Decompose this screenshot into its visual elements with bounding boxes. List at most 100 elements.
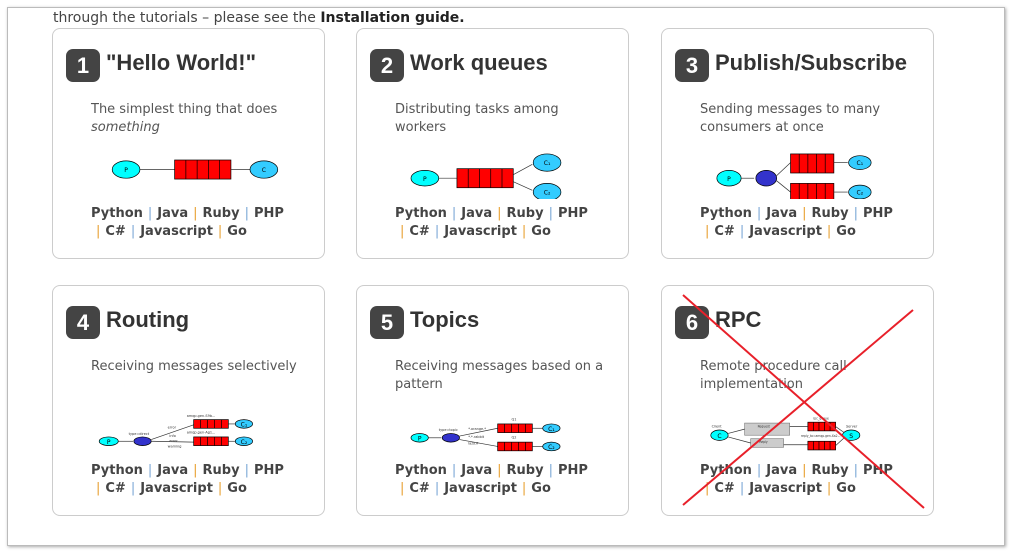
svg-text:C₁: C₁ xyxy=(548,426,555,433)
svg-text:*.*.rabbit: *.*.rabbit xyxy=(468,435,485,439)
language-links: Python|Java|Ruby|PHP|C#|Javascript|Go xyxy=(395,462,615,498)
description-text: Receiving messages selectively xyxy=(91,359,297,374)
lang-link-javascript[interactable]: Javascript xyxy=(140,224,213,239)
tutorial-title[interactable]: RPC xyxy=(715,307,762,332)
tutorial-title[interactable]: "Hello World!" xyxy=(106,50,257,75)
tutorial-description: Distributing tasks among workers xyxy=(395,101,610,137)
lang-link-php[interactable]: PHP xyxy=(862,206,893,221)
description-text: The simplest thing that does xyxy=(91,102,278,117)
lang-link-javascript[interactable]: Javascript xyxy=(444,481,517,496)
separator: | xyxy=(853,463,858,478)
lang-link-go[interactable]: Go xyxy=(531,481,551,496)
lang-link-csharp[interactable]: C# xyxy=(409,224,430,239)
lang-link-java[interactable]: Java xyxy=(461,206,493,221)
description-emphasis: something xyxy=(91,120,160,135)
lang-link-go[interactable]: Go xyxy=(227,224,247,239)
lang-link-go[interactable]: Go xyxy=(531,224,551,239)
svg-text:C₁: C₁ xyxy=(857,160,864,167)
lang-link-java[interactable]: Java xyxy=(766,206,798,221)
lang-link-java[interactable]: Java xyxy=(461,463,493,478)
lang-link-javascript[interactable]: Javascript xyxy=(444,224,517,239)
tutorial-description: Sending messages to many consumers at on… xyxy=(700,101,915,137)
lang-link-php[interactable]: PHP xyxy=(557,206,588,221)
lang-link-go[interactable]: Go xyxy=(227,481,247,496)
separator: | xyxy=(826,481,832,496)
lang-link-ruby[interactable]: Ruby xyxy=(202,463,240,478)
intro-text: through the tutorials – please see the I… xyxy=(53,10,465,26)
separator: | xyxy=(853,206,858,221)
lang-link-php[interactable]: PHP xyxy=(557,463,588,478)
svg-text:C₂: C₂ xyxy=(544,190,551,197)
separator: | xyxy=(739,481,745,496)
svg-text:Reply: Reply xyxy=(759,440,768,444)
lang-link-csharp[interactable]: C# xyxy=(714,224,735,239)
svg-text:Q1: Q1 xyxy=(512,417,517,421)
separator: | xyxy=(130,481,136,496)
lang-link-ruby[interactable]: Ruby xyxy=(202,206,240,221)
separator: | xyxy=(497,206,502,221)
lang-link-javascript[interactable]: Javascript xyxy=(749,224,822,239)
lang-link-csharp[interactable]: C# xyxy=(714,481,735,496)
svg-text:C₂: C₂ xyxy=(548,444,555,451)
lang-link-csharp[interactable]: C# xyxy=(105,481,126,496)
separator: | xyxy=(705,481,710,496)
lang-link-go[interactable]: Go xyxy=(836,481,856,496)
lang-link-python[interactable]: Python xyxy=(91,206,143,221)
svg-text:lazy.#: lazy.# xyxy=(468,442,479,446)
lang-link-python[interactable]: Python xyxy=(91,463,143,478)
tutorial-title[interactable]: Routing xyxy=(106,307,190,332)
tutorial-diagram: Ptype=topicQ1Q2*.orange.**.*.rabbitlazy.… xyxy=(410,417,561,452)
svg-text:P: P xyxy=(423,176,427,183)
lang-link-ruby[interactable]: Ruby xyxy=(811,463,849,478)
lang-link-java[interactable]: Java xyxy=(766,463,798,478)
lang-link-python[interactable]: Python xyxy=(395,463,447,478)
svg-text:amqp.gen-S9b...: amqp.gen-S9b... xyxy=(187,414,216,418)
tutorial-card-5: 5 Topics Receiving messages based on a p… xyxy=(356,285,629,516)
svg-text:C₂: C₂ xyxy=(241,439,248,446)
lang-link-java[interactable]: Java xyxy=(157,463,189,478)
lang-link-ruby[interactable]: Ruby xyxy=(506,206,544,221)
svg-text:Client: Client xyxy=(712,424,723,428)
lang-link-csharp[interactable]: C# xyxy=(105,224,126,239)
separator: | xyxy=(548,463,553,478)
tutorial-description: Receiving messages based on a pattern xyxy=(395,358,610,394)
lang-link-csharp[interactable]: C# xyxy=(409,481,430,496)
lang-link-go[interactable]: Go xyxy=(836,224,856,239)
lang-link-python[interactable]: Python xyxy=(700,206,752,221)
lang-link-ruby[interactable]: Ruby xyxy=(506,463,544,478)
lang-link-php[interactable]: PHP xyxy=(253,463,284,478)
tutorial-title[interactable]: Publish/Subscribe xyxy=(715,50,907,75)
separator: | xyxy=(434,481,440,496)
lang-link-python[interactable]: Python xyxy=(395,206,447,221)
lang-link-java[interactable]: Java xyxy=(157,206,189,221)
tutorial-card-1: 1 "Hello World!" The simplest thing that… xyxy=(52,28,325,259)
svg-text:C₁: C₁ xyxy=(241,422,248,429)
svg-text:error: error xyxy=(168,425,177,429)
tutorial-title[interactable]: Topics xyxy=(410,307,480,332)
lang-link-ruby[interactable]: Ruby xyxy=(811,206,849,221)
description-text: Remote procedure call implementation xyxy=(700,359,847,392)
installation-guide-link[interactable]: Installation guide. xyxy=(320,10,465,26)
tutorial-diagram: Ptype=directamqp.gen-S9b...amqp.gen-Ag1.… xyxy=(98,414,253,448)
lang-link-php[interactable]: PHP xyxy=(253,206,284,221)
tutorial-description: Receiving messages selectively xyxy=(91,358,306,376)
tutorial-card-4: 4 Routing Receiving messages selectively… xyxy=(52,285,325,516)
svg-text:rpc_queue: rpc_queue xyxy=(813,417,829,421)
svg-text:C: C xyxy=(262,167,266,174)
lang-link-javascript[interactable]: Javascript xyxy=(749,481,822,496)
language-links: Python|Java|Ruby|PHP|C#|Javascript|Go xyxy=(700,462,920,498)
tutorial-description: The simplest thing that does something xyxy=(91,101,306,137)
separator: | xyxy=(756,463,762,478)
tutorial-title[interactable]: Work queues xyxy=(410,50,548,75)
separator: | xyxy=(400,481,405,496)
separator: | xyxy=(705,224,710,239)
lang-link-php[interactable]: PHP xyxy=(862,463,893,478)
lang-link-javascript[interactable]: Javascript xyxy=(140,481,213,496)
svg-text:type=direct: type=direct xyxy=(129,432,150,436)
separator: | xyxy=(497,463,502,478)
language-links: Python|Java|Ruby|PHP|C#|Javascript|Go xyxy=(700,205,920,241)
lang-link-python[interactable]: Python xyxy=(700,463,752,478)
svg-text:P: P xyxy=(418,435,422,442)
separator: | xyxy=(96,481,101,496)
separator: | xyxy=(826,224,832,239)
